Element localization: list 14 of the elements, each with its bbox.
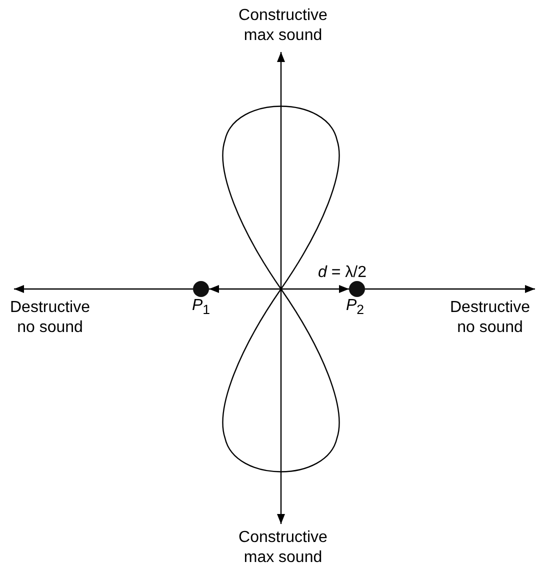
arrow xyxy=(14,285,193,293)
arrow xyxy=(277,52,285,289)
region-label: Destructive no sound xyxy=(2,298,98,340)
point-label: P$_{1}$ xyxy=(192,296,210,320)
region-label: Constructive max sound xyxy=(228,528,338,570)
arrow xyxy=(209,285,349,293)
source-dot xyxy=(193,281,209,297)
arrow xyxy=(277,289,285,524)
edge-label: d = λ/2 xyxy=(318,263,366,283)
region-label: Constructive max sound xyxy=(228,6,338,48)
source-dot xyxy=(349,281,365,297)
arrow xyxy=(365,285,535,293)
region-label: Destructive no sound xyxy=(442,298,538,340)
point-label: P$_{2}$ xyxy=(346,296,364,320)
